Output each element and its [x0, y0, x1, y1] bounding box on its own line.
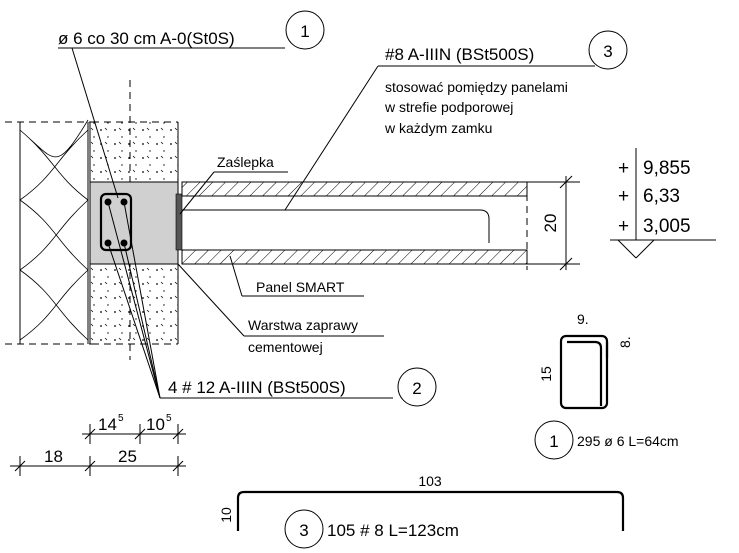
bar8-note-3: w każdym zamku: [384, 120, 492, 136]
schedule-marker-1-circle: [534, 420, 574, 460]
height-dimension: [559, 175, 573, 271]
schedule-marker-1: 1: [549, 432, 558, 451]
schedule-stirrup: 295 ø 6 L=64cm: [577, 433, 679, 449]
marker-3-circle: [588, 30, 628, 70]
level-marks: [610, 148, 716, 259]
stirrup-shape: [559, 334, 609, 410]
bar-dim-103: 103: [418, 473, 442, 489]
stirrup-dim-9: 9.: [577, 311, 589, 327]
stirrup-label: ø 6 co 30 cm A-0(St0S): [58, 29, 235, 48]
bar8-note-2: w strefie podporowej: [384, 99, 513, 115]
level-value-1: 9,855: [643, 158, 691, 179]
marker-1-circle: [285, 10, 325, 50]
marker-2-circle: [397, 367, 437, 407]
leader-lines: [58, 47, 595, 399]
dim-10: 10: [146, 415, 165, 434]
bars12-label: 4 # 12 A-IIIN (BSt500S): [168, 378, 346, 397]
stirrup-dim-8: 8.: [617, 336, 633, 348]
dim-20: 20: [541, 214, 560, 233]
smart-panel: [181, 181, 580, 270]
level-sign-3: +: [618, 216, 629, 237]
level-value-2: 6,33: [643, 186, 680, 207]
marker-3: 3: [603, 42, 612, 61]
level-sign-2: +: [618, 186, 629, 207]
insulation: [5, 119, 92, 345]
bar8-shape: [236, 490, 625, 531]
dim-14-sup: 5: [118, 413, 124, 424]
level-sign-1: +: [618, 158, 629, 179]
plug-label: Zaślepka: [217, 154, 274, 170]
bar-dim-10: 10: [218, 507, 234, 523]
dim-14: 14: [98, 415, 117, 434]
mortar-label-2: cementowej: [248, 339, 323, 355]
bar8-label: #8 A-IIIN (BSt500S): [385, 45, 534, 64]
schedule-marker-3-circle: [284, 509, 324, 549]
dim-10-sup: 5: [166, 413, 172, 424]
dim-25: 25: [118, 447, 137, 466]
level-value-3: 3,005: [643, 216, 691, 237]
ring-beam: [89, 181, 183, 265]
marker-2: 2: [412, 379, 421, 398]
dim-18: 18: [44, 447, 63, 466]
stirrup-dim-15: 15: [538, 366, 554, 382]
marker-1: 1: [300, 22, 309, 41]
bar8-note-1: stosować pomiędzy panelami: [385, 79, 568, 95]
schedule-bar8: 105 # 8 L=123cm: [327, 521, 459, 540]
bottom-dimensions: [10, 424, 186, 476]
mortar-label-1: Warstwa zaprawy: [248, 317, 358, 333]
panel-label: Panel SMART: [256, 279, 345, 295]
schedule-marker-3: 3: [299, 521, 308, 540]
